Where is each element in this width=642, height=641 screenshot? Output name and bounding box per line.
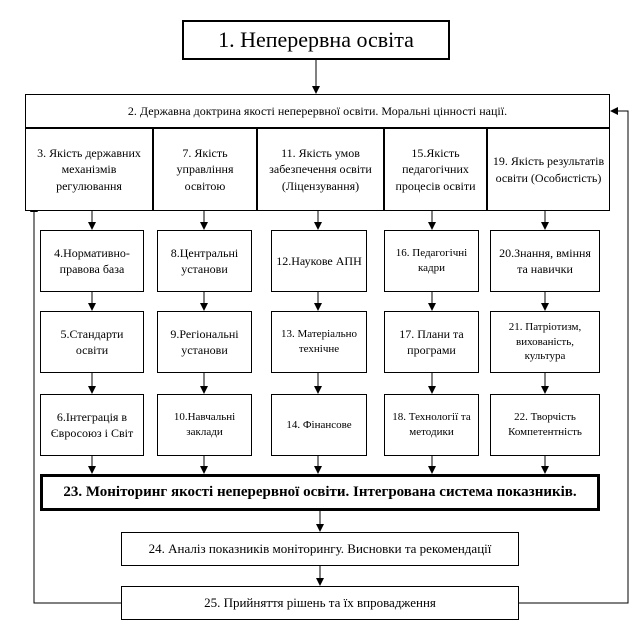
item-22-creativity-competence: 22. Творчість Компетентність	[490, 394, 600, 456]
title-box: 1. Неперервна освіта	[182, 20, 450, 60]
item-20-knowledge-skills: 20.Знання, вміння та навички	[490, 230, 600, 292]
monitoring-box: 23. Моніторинг якості неперервної освіти…	[40, 474, 600, 511]
item-6-integration: 6.Інтеграція в Євросоюз і Світ	[40, 394, 144, 456]
item-21-patriotism: 21. Патріотизм, вихованість, культура	[490, 311, 600, 373]
item-9-regional-institutions: 9.Регіональні установи	[157, 311, 252, 373]
column-header-3: 11. Якість умов забезпечення освіти (Ліц…	[257, 128, 384, 211]
column-header-4: 15.Якість педагогічних процесів освіти	[384, 128, 487, 211]
column-header-1: 3. Якість державних механізмів регулюван…	[25, 128, 153, 211]
item-8-central-institutions: 8.Центральні установи	[157, 230, 252, 292]
item-5-standards: 5.Стандарти освіти	[40, 311, 144, 373]
item-13-material-technical: 13. Матеріально технічне	[271, 311, 367, 373]
doctrine-box: 2. Державна доктрина якості неперервної …	[25, 94, 610, 128]
arrow-25	[30, 204, 121, 604]
item-12-scientific-apn: 12.Наукове АПН	[271, 230, 367, 292]
column-header-2: 7. Якість управління освітою	[153, 128, 257, 211]
item-18-technologies-methods: 18. Технології та методики	[384, 394, 479, 456]
arrow-24	[519, 107, 629, 604]
item-10-educational-institutions: 10.Навчальні заклади	[157, 394, 252, 456]
item-17-plans-programs: 17. Плани та програми	[384, 311, 479, 373]
decisions-box: 25. Прийняття рішень та їх впровадження	[121, 586, 519, 620]
item-14-financial: 14. Фінансове	[271, 394, 367, 456]
column-header-5: 19. Якість результатів освіти (Особистіс…	[487, 128, 610, 211]
analysis-box: 24. Аналіз показників моніторингу. Висно…	[121, 532, 519, 566]
item-16-pedagogical-staff: 16. Педагогічні кадри	[384, 230, 479, 292]
item-4-normative-base: 4.Нормативно-правова база	[40, 230, 144, 292]
